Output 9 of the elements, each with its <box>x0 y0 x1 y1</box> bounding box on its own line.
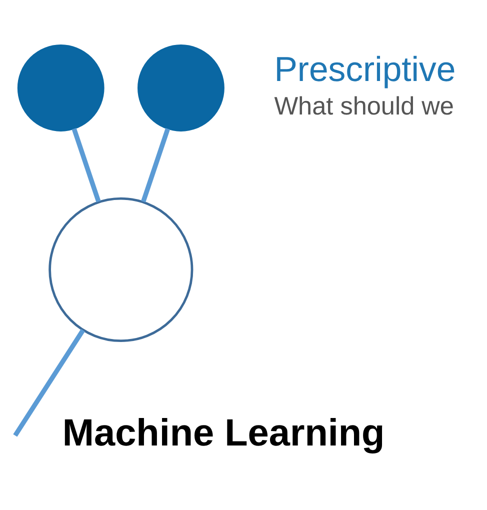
node-circle <box>48 196 194 342</box>
node-label: Prescriptive <box>274 50 456 89</box>
node-circle <box>138 44 224 131</box>
label: Machine Learning <box>62 412 385 454</box>
connector <box>13 328 85 436</box>
node-label: What should we <box>274 92 454 120</box>
node-circle <box>17 44 104 131</box>
connector <box>72 128 101 202</box>
connector <box>141 128 170 202</box>
